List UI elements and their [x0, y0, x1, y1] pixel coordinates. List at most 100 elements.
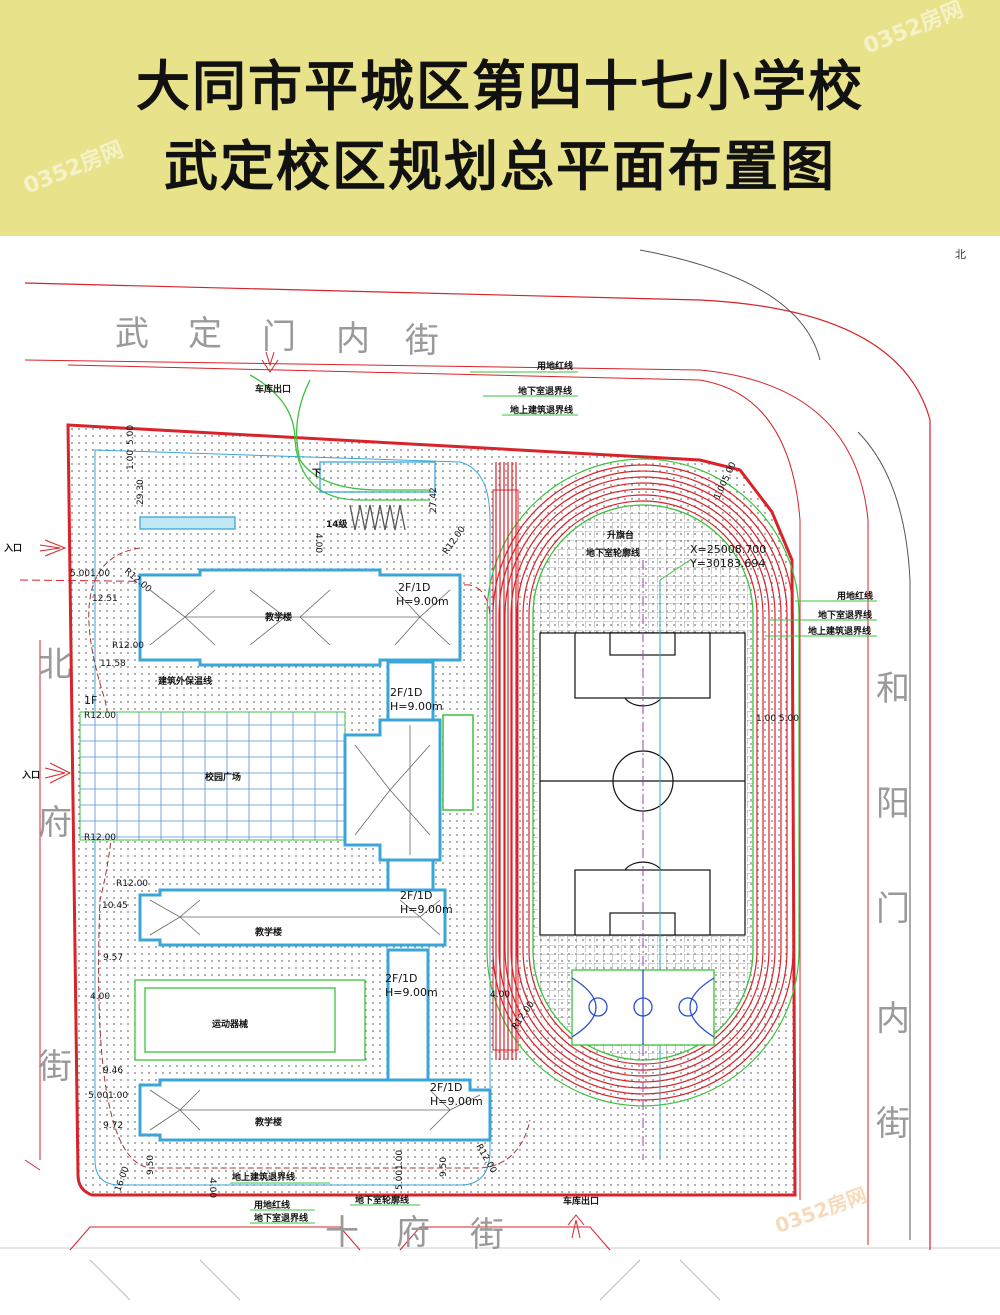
- svg-text:地下室轮廓线: 地下室轮廓线: [355, 1194, 409, 1206]
- title-banner: 大同市平城区第四十七小学校 武定校区规划总平面布置图 0352房网 0352房网: [0, 0, 1000, 238]
- running-track: [486, 458, 800, 1107]
- title-line-1: 大同市平城区第四十七小学校: [136, 55, 864, 118]
- left-entry-label: 入口: [21, 770, 40, 781]
- svg-text:用地红线: 用地红线: [536, 360, 573, 372]
- site-plan: 武 定 门 内 街 北 府 街 和 阳 门 内 街 十 府 街 北 下 14级 …: [0, 236, 1000, 1315]
- svg-text:建筑外保温线: 建筑外保温线: [158, 675, 212, 687]
- coord-leader: [659, 559, 691, 581]
- setback-labels-bottom: 地上建筑退界线 用地红线 地下室退界线 地下室轮廓线: [230, 1171, 420, 1224]
- setback-labels-top: 用地红线 地下室退界线 地上建筑退界线: [470, 360, 578, 416]
- road-label-left: 北 府 街: [38, 645, 72, 1087]
- track-lane-line: [504, 476, 782, 1089]
- left-entry-arrows: [39, 539, 72, 784]
- sports-area: [134, 979, 366, 1061]
- svg-text:1.00 5.00: 1.00 5.00: [756, 714, 799, 724]
- down-label: 下: [312, 468, 321, 479]
- svg-text:9.50: 9.50: [146, 1155, 156, 1175]
- svg-text:R12.00: R12.00: [84, 711, 116, 721]
- svg-text:27.42: 27.42: [429, 487, 439, 513]
- track-lane-line: [516, 488, 770, 1077]
- svg-text:R12.00: R12.00: [84, 833, 116, 843]
- top-exit-arrow: [261, 351, 279, 373]
- svg-text:9.72: 9.72: [103, 1121, 123, 1131]
- connector-building: [343, 660, 474, 892]
- svg-text:12.51: 12.51: [92, 594, 118, 604]
- svg-text:9.50: 9.50: [439, 1157, 449, 1177]
- svg-text:5.00: 5.00: [126, 425, 136, 445]
- svg-text:地下室退界线: 地下室退界线: [818, 609, 872, 621]
- svg-text:4.00: 4.00: [207, 1178, 217, 1198]
- svg-text:2F/1D: 2F/1D: [430, 1081, 463, 1094]
- road-label-bottom: 十 府 街: [325, 1213, 504, 1255]
- svg-text:北: 北: [38, 645, 72, 685]
- svg-text:和: 和: [876, 669, 910, 709]
- track-lane-line: [522, 494, 764, 1071]
- coord-x: X=25008.700: [690, 543, 766, 556]
- svg-text:R12.00: R12.00: [116, 879, 148, 889]
- svg-text:地上建筑退界线: 地上建筑退界线: [510, 404, 573, 416]
- svg-text:2F/1D: 2F/1D: [390, 686, 423, 699]
- sports-area-label: 运动器械: [212, 1018, 248, 1030]
- road-label-right: 和 阳 门 内 街: [876, 669, 910, 1144]
- bottom-exit-label: 车库出口: [563, 1195, 599, 1207]
- title-line-2: 武定校区规划总平面布置图: [164, 135, 836, 198]
- roads: [24, 249, 931, 1301]
- svg-text:内: 内: [876, 999, 910, 1039]
- svg-text:R12.00: R12.00: [112, 641, 144, 651]
- svg-text:街: 街: [470, 1215, 504, 1255]
- svg-text:4.00: 4.00: [490, 990, 510, 1000]
- svg-text:府: 府: [396, 1213, 430, 1253]
- svg-text:1.00: 1.00: [126, 450, 136, 470]
- north-mark: 北: [955, 248, 966, 261]
- svg-text:府: 府: [38, 803, 72, 843]
- svg-text:2F/1D: 2F/1D: [385, 972, 418, 985]
- svg-text:武: 武: [115, 314, 149, 354]
- ramp-count: 14级: [326, 518, 349, 530]
- basement-outline-label: 地下室轮廓线: [586, 547, 640, 559]
- svg-text:11.58: 11.58: [100, 659, 126, 669]
- svg-text:街: 街: [876, 1104, 910, 1144]
- svg-text:门: 门: [262, 317, 296, 357]
- garage-ramp: [139, 374, 436, 531]
- track-outer-edge: [486, 458, 800, 1107]
- svg-text:5.001.00: 5.001.00: [70, 569, 110, 579]
- svg-text:29.30: 29.30: [136, 479, 146, 505]
- svg-text:内: 内: [336, 319, 370, 359]
- svg-text:5.001.00: 5.001.00: [88, 1091, 128, 1101]
- svg-text:门: 门: [876, 889, 910, 929]
- svg-text:地上建筑退界线: 地上建筑退界线: [808, 625, 871, 637]
- teaching-building-2: [138, 888, 447, 1082]
- svg-text:9.57: 9.57: [103, 953, 123, 963]
- svg-text:H=9.00m: H=9.00m: [400, 903, 453, 916]
- svg-text:H=9.00m: H=9.00m: [430, 1095, 483, 1108]
- track-lane-line: [510, 482, 776, 1083]
- flag-platform-label: 升旗台: [607, 529, 634, 541]
- svg-text:H=9.00m: H=9.00m: [390, 700, 443, 713]
- svg-text:街: 街: [38, 1047, 72, 1087]
- svg-text:10.45: 10.45: [102, 901, 128, 911]
- svg-text:2F/1D: 2F/1D: [398, 581, 431, 594]
- svg-text:阳: 阳: [876, 784, 910, 824]
- svg-text:街: 街: [405, 321, 439, 361]
- plaza-label: 校园广场: [205, 771, 241, 783]
- svg-text:地上建筑退界线: 地上建筑退界线: [232, 1171, 295, 1183]
- roof-lines: [149, 589, 481, 1131]
- svg-text:地下室退界线: 地下室退界线: [254, 1212, 308, 1224]
- svg-text:4.00: 4.00: [90, 992, 110, 1002]
- svg-text:用地红线: 用地红线: [253, 1199, 290, 1211]
- road-label-top: 武 定 门 内 街: [115, 314, 439, 361]
- top-exit-label: 车库出口: [255, 383, 291, 395]
- svg-text:2F/1D: 2F/1D: [400, 889, 433, 902]
- svg-text:地下室退界线: 地下室退界线: [518, 385, 572, 397]
- svg-text:十: 十: [325, 1213, 359, 1253]
- svg-text:4.00: 4.00: [313, 533, 323, 553]
- left-entry-label: 入口: [3, 543, 22, 554]
- setback-labels-right: 用地红线 地下室退界线 地上建筑退界线: [765, 590, 877, 637]
- track-lane-line: [492, 464, 794, 1101]
- svg-text:定: 定: [188, 314, 222, 354]
- svg-text:H=9.00m: H=9.00m: [385, 986, 438, 999]
- building-labels: 教学楼 教学楼 教学楼 2F/1D H=9.00m 2F/1D H=9.00m …: [84, 581, 483, 1128]
- svg-text:H=9.00m: H=9.00m: [396, 595, 449, 608]
- svg-text:1F: 1F: [84, 694, 97, 707]
- svg-text:教学楼: 教学楼: [254, 1116, 282, 1128]
